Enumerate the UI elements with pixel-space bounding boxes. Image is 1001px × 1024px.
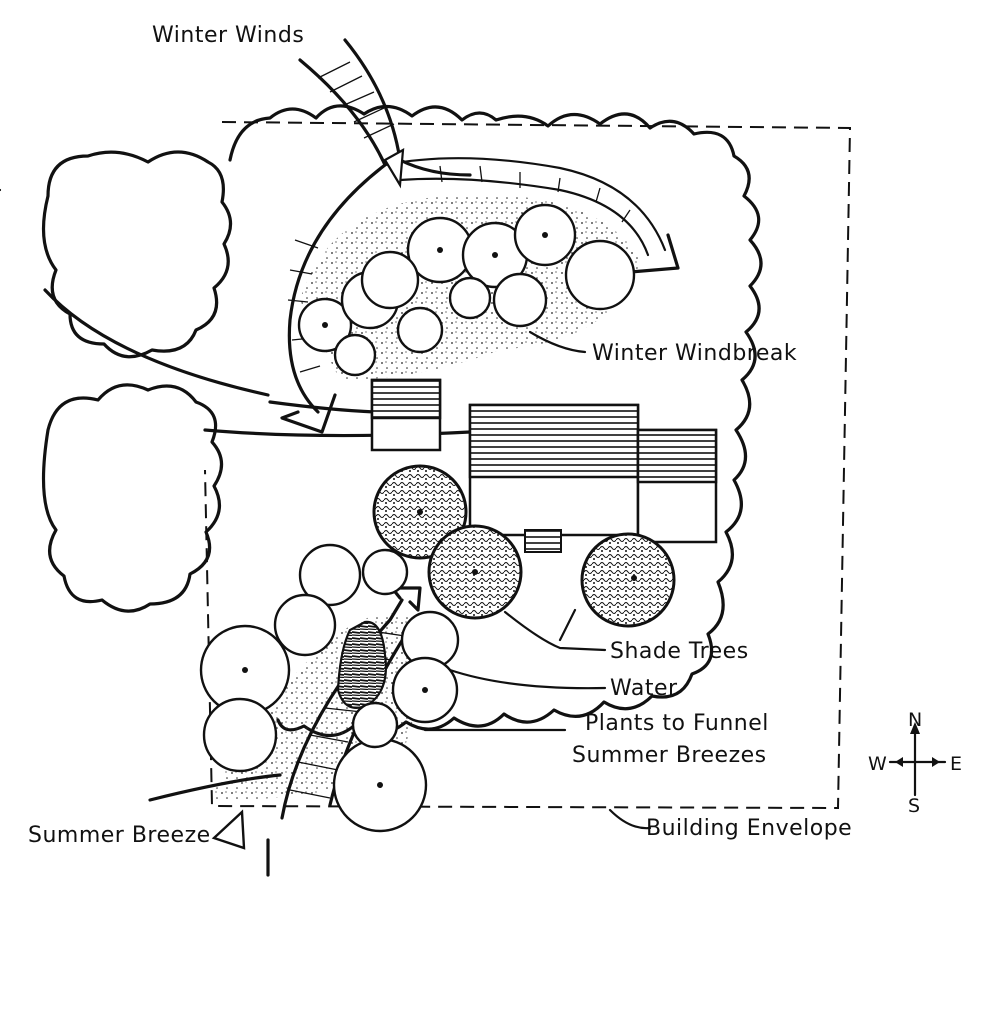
perimeter-hedge: [228, 104, 763, 738]
west-tree-upper: [41, 150, 233, 359]
house: [370, 378, 718, 553]
leader-lines: [423, 330, 652, 830]
label-building-envelope: Building Envelope: [646, 816, 852, 841]
label-plants-funnel-line2: Summer Breezes: [572, 743, 767, 768]
west-tree-lower: [41, 383, 224, 613]
compass-west: W: [868, 753, 887, 775]
windbreak-trees: [297, 203, 636, 377]
compass-north: N: [908, 709, 922, 731]
label-winter-windbreak: Winter Windbreak: [592, 341, 797, 366]
shade-trees: [372, 464, 676, 628]
compass-east: E: [950, 753, 962, 775]
label-winter-winds: Winter Winds: [152, 23, 304, 48]
funnel-trees: [199, 543, 460, 833]
winter-wind-arrow: [280, 38, 680, 434]
summer-breeze-arrow: [148, 773, 282, 877]
compass-south: S: [908, 795, 920, 817]
label-water: Water: [610, 676, 678, 701]
label-shade-trees: Shade Trees: [610, 639, 749, 664]
label-plants-funnel-line1: Plants to Funnel: [585, 711, 769, 736]
label-summer-breeze: Summer Breeze: [28, 823, 211, 848]
compass-rose: N S E W: [868, 709, 962, 817]
